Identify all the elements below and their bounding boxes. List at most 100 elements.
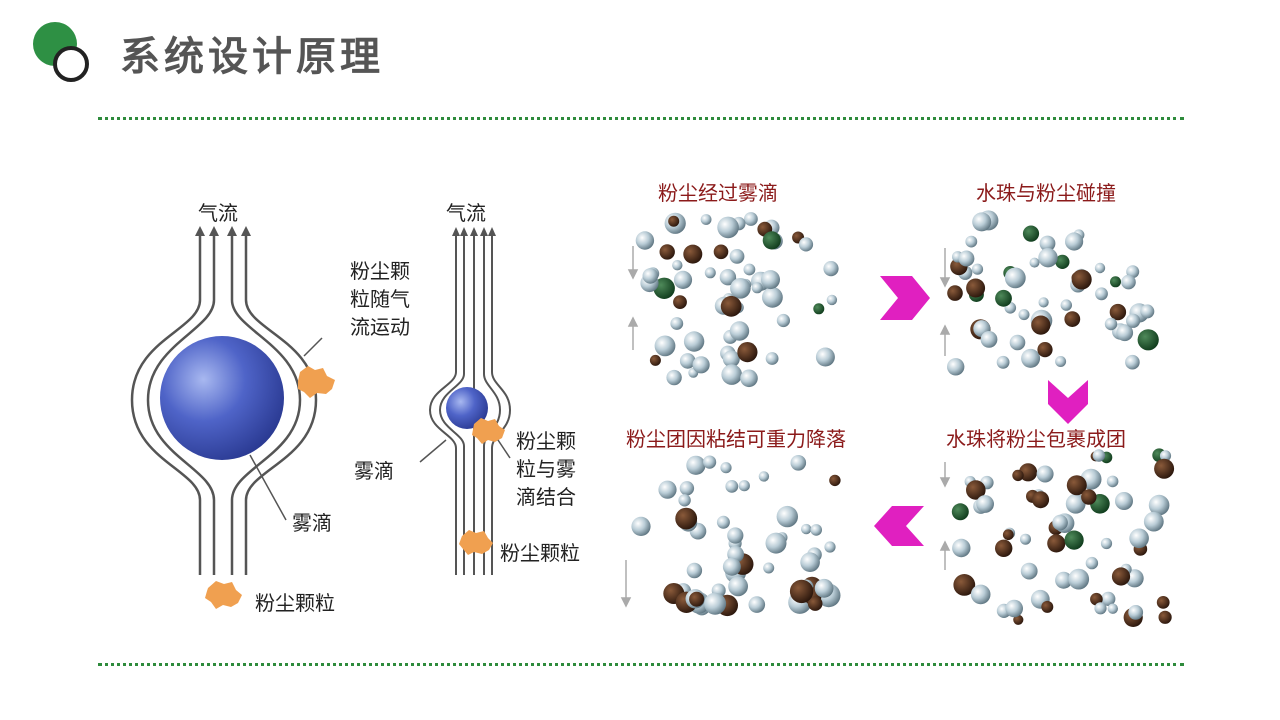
arrow-down-icon	[1048, 380, 1088, 424]
dust-particle	[813, 303, 825, 315]
dust-particle	[953, 574, 976, 596]
water-droplet	[800, 552, 820, 572]
water-droplet	[670, 317, 684, 330]
water-droplet	[1039, 235, 1056, 252]
dust-particle	[1064, 530, 1084, 550]
panel-title-bottom-left: 粉尘团因粘结可重力降落	[626, 427, 846, 451]
middle-dust-particle	[459, 530, 493, 555]
water-droplet	[666, 369, 682, 386]
water-droplet	[727, 527, 744, 544]
settled-dust-cluster	[789, 579, 814, 604]
water-droplet	[1036, 465, 1054, 483]
water-droplet	[972, 212, 992, 232]
water-droplet	[1018, 309, 1030, 321]
water-droplet	[679, 481, 695, 496]
combine-line-3: 滴结合	[516, 485, 576, 509]
water-droplet	[1021, 348, 1041, 368]
water-droplet	[1038, 297, 1049, 308]
panel-top-right-particles	[947, 210, 1159, 376]
water-droplet	[952, 538, 971, 558]
water-droplet	[971, 263, 984, 275]
left-airflow-diagram: 气流 粉尘颗 粒随气 流运动 雾滴 粉尘颗粒	[130, 201, 410, 615]
dust-particle	[649, 354, 661, 366]
dust-particle	[1032, 491, 1050, 509]
water-droplet	[1140, 304, 1155, 319]
water-droplet	[823, 261, 839, 277]
panel-bottom-left-particles	[631, 455, 841, 617]
dust-particle	[659, 244, 675, 260]
water-droplet	[654, 335, 676, 357]
dust-particle	[1066, 475, 1087, 496]
dust-particle-on-flow	[298, 366, 335, 398]
water-droplet	[1148, 494, 1170, 516]
dust-particle	[1041, 600, 1054, 613]
water-droplet	[826, 294, 838, 306]
water-droplet	[686, 562, 703, 579]
left-dust-label: 粉尘颗粒	[255, 591, 335, 615]
dust-particle	[951, 503, 969, 521]
dust-particle	[1064, 311, 1081, 327]
water-droplet	[1106, 475, 1119, 488]
water-droplet	[1116, 324, 1134, 342]
water-droplet	[729, 249, 745, 264]
water-droplet	[1038, 248, 1058, 268]
panel-title-bottom-right: 水珠将粉尘包裹成团	[946, 427, 1126, 451]
water-droplet	[700, 214, 712, 225]
water-droplet	[635, 231, 655, 250]
arrow-left-icon	[874, 506, 924, 546]
water-droplet	[720, 462, 732, 474]
dust-particle	[1109, 303, 1127, 321]
water-droplet	[801, 523, 812, 535]
dust-particle	[1111, 567, 1131, 586]
water-droplet	[1085, 556, 1099, 570]
water-droplet	[1009, 334, 1026, 351]
dust-particle	[1081, 489, 1097, 505]
dust-particle	[1158, 610, 1172, 624]
dust-particle	[966, 480, 986, 500]
water-droplet	[1107, 603, 1119, 614]
middle-dust-label: 粉尘颗粒	[500, 541, 580, 565]
dust-particle	[1031, 315, 1051, 335]
water-droplet	[765, 532, 787, 554]
dust-particle	[1154, 458, 1175, 479]
water-droplet	[717, 216, 739, 239]
panel-bottom-right-particles	[951, 448, 1175, 628]
water-droplet	[1029, 257, 1040, 268]
water-droplet	[744, 212, 758, 226]
left-droplet-label: 雾滴	[292, 511, 332, 535]
dust-particle	[1047, 534, 1066, 553]
dust-particle	[1019, 463, 1038, 482]
water-droplet	[703, 455, 717, 469]
water-droplet	[722, 350, 740, 368]
small-droplet	[446, 387, 488, 429]
dust-particle	[947, 285, 963, 301]
left-airflow-label: 气流	[198, 201, 238, 225]
dust-particle	[995, 539, 1013, 557]
water-droplet	[729, 321, 750, 341]
water-droplet	[1101, 591, 1116, 607]
bottom-divider	[98, 663, 1184, 666]
water-droplet	[1055, 571, 1073, 589]
water-droplet	[719, 269, 737, 286]
dust-particle	[1055, 254, 1070, 269]
water-droplet	[686, 455, 706, 475]
large-droplet	[160, 336, 284, 460]
water-droplet	[1159, 450, 1172, 462]
dust-particle	[1013, 614, 1024, 625]
water-droplet	[980, 331, 998, 348]
dust-follow-line-3: 流运动	[350, 315, 410, 339]
panel-top-left-particles	[635, 212, 839, 388]
water-droplet	[1055, 356, 1067, 367]
water-droplet	[738, 480, 750, 492]
water-droplet	[1060, 299, 1073, 311]
logo-icon	[33, 22, 89, 82]
water-droplet	[1128, 605, 1144, 620]
water-droplet	[958, 250, 975, 267]
water-droplet	[1094, 602, 1107, 615]
page-title: 系统设计原理	[120, 34, 384, 80]
combine-line-2: 粒与雾	[516, 457, 576, 481]
dust-particle	[966, 278, 986, 298]
dust-particle	[1071, 269, 1092, 290]
dust-particle	[683, 244, 703, 264]
water-droplet	[1095, 287, 1108, 301]
